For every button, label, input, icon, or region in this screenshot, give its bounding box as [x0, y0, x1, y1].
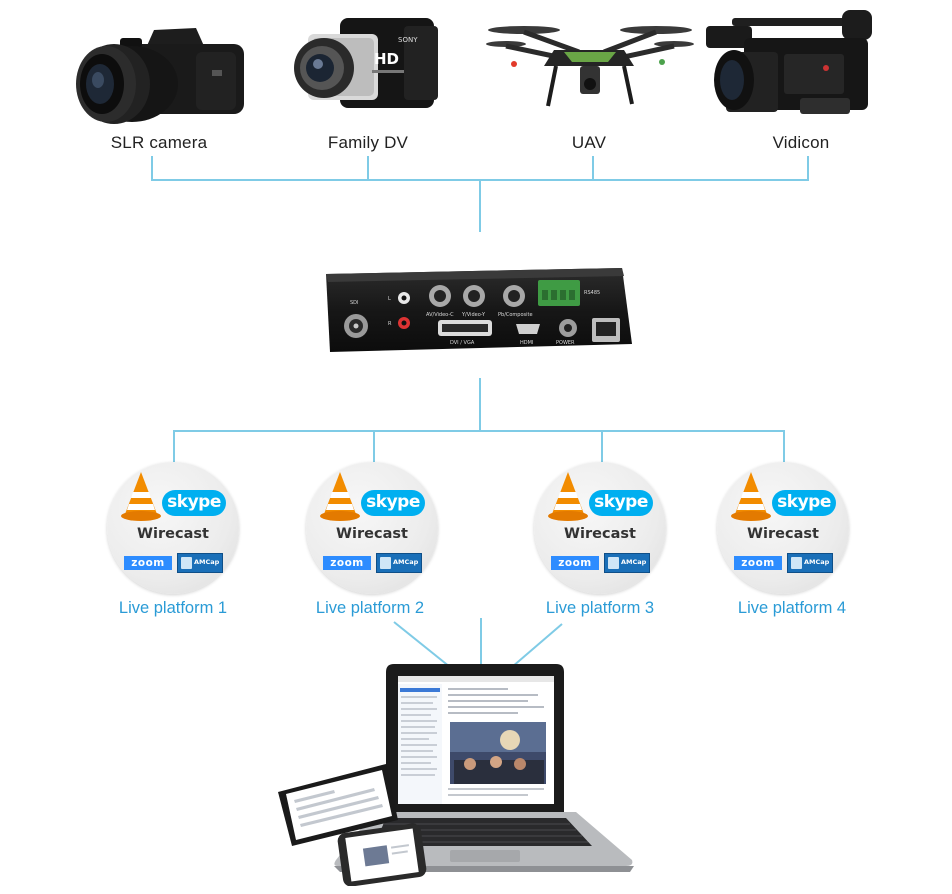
- amcap-logo-text: AMCap: [194, 558, 220, 566]
- hdmi-port-icon: [516, 324, 540, 334]
- source-label-vidicon: Vidicon: [772, 133, 830, 152]
- platform-label-1: Live platform 1: [118, 599, 228, 617]
- wirecast-logo: Wirecast: [747, 526, 819, 542]
- vlc-cone-icon: [731, 472, 771, 521]
- port-label-power: POWER: [556, 340, 575, 346]
- amcap-logo-text: AMCap: [621, 558, 647, 566]
- skype-logo: skype: [162, 490, 226, 516]
- zoom-logo: zoom: [551, 556, 599, 570]
- drone-icon: [486, 26, 694, 107]
- hd-logo: HD: [374, 50, 399, 68]
- camcorder-icon: HD SONY: [294, 18, 438, 108]
- skype-logo: skype: [589, 490, 653, 516]
- amcap-icon: [791, 557, 802, 569]
- port-label-hdmi: HDMI: [520, 340, 533, 346]
- amcap-icon: [380, 557, 391, 569]
- trunk-from-encoder: [479, 378, 481, 431]
- amcap-logo: AMCap: [787, 553, 833, 573]
- tablet-icon: [278, 764, 398, 846]
- platform-badge-4: skype Wirecast zoom AMCap: [717, 462, 849, 594]
- platform-label-4: Live platform 4: [737, 599, 847, 617]
- slr-camera-icon: [76, 28, 244, 124]
- platform-label-2: Live platform 2: [315, 599, 425, 617]
- zoom-logo: zoom: [124, 556, 172, 570]
- amcap-logo-text: AMCap: [804, 558, 830, 566]
- viewer-devices: [278, 664, 634, 886]
- source-drop-vidicon: [807, 156, 809, 180]
- port-label-sdi: SDI: [350, 300, 359, 306]
- platform-drop-3: [601, 430, 603, 462]
- skype-logo-text: skype: [167, 492, 221, 512]
- wirecast-logo: Wirecast: [137, 526, 209, 542]
- source-drop-slr: [151, 156, 153, 180]
- platform-drop-1: [173, 430, 175, 462]
- vlc-cone-icon: [121, 472, 161, 521]
- skype-logo: skype: [772, 490, 836, 516]
- skype-logo-text: skype: [594, 492, 648, 512]
- source-drop-dv: [367, 156, 369, 180]
- skype-logo: skype: [361, 490, 425, 516]
- platform-badge-2: skype Wirecast zoom AMCap: [306, 462, 438, 594]
- source-label-uav: UAV: [571, 133, 607, 152]
- platform-drop-2: [373, 430, 375, 462]
- platform-drop-4: [783, 430, 785, 462]
- source-label-family-dv: Family DV: [327, 133, 409, 152]
- amcap-logo: AMCap: [604, 553, 650, 573]
- wirecast-logo: Wirecast: [336, 526, 408, 542]
- port-label-l: L: [388, 296, 391, 302]
- pro-video-camera-icon: [706, 10, 872, 114]
- port-label-cvbs: AV/Video-C: [426, 312, 454, 318]
- vlc-cone-icon: [320, 472, 360, 521]
- amcap-logo: AMCap: [376, 553, 422, 573]
- platform-bus-line: [173, 430, 784, 432]
- skype-logo-text: skype: [366, 492, 420, 512]
- platform-badge-1: skype Wirecast zoom AMCap: [107, 462, 239, 594]
- platform-badge-3: skype Wirecast zoom AMCap: [534, 462, 666, 594]
- zoom-logo: zoom: [734, 556, 782, 570]
- skype-logo-text: skype: [777, 492, 831, 512]
- vlc-cone-icon: [548, 472, 588, 521]
- amcap-logo: AMCap: [177, 553, 223, 573]
- amcap-logo-text: AMCap: [393, 558, 419, 566]
- phone-icon: [337, 823, 427, 886]
- zoom-logo: zoom: [323, 556, 371, 570]
- video-encoder-device: SDI L R AV/Video-C Y/Video-Y Pb/Composit…: [326, 268, 632, 352]
- port-label-rs485: RS485: [584, 290, 600, 296]
- port-label-y: Y/Video-Y: [461, 312, 486, 318]
- amcap-icon: [608, 557, 619, 569]
- port-label-dvi-vga: DVI / VGA: [450, 340, 475, 346]
- port-label-pb: Pb/Composite: [498, 312, 533, 318]
- port-label-r: R: [388, 321, 392, 327]
- trunk-to-encoder: [479, 180, 481, 232]
- amcap-icon: [181, 557, 192, 569]
- source-drop-uav: [592, 156, 594, 180]
- source-label-slr: SLR camera: [110, 133, 208, 152]
- sony-logo: SONY: [398, 36, 418, 44]
- viewer-connectors: [393, 618, 563, 668]
- wirecast-logo: Wirecast: [564, 526, 636, 542]
- platform-label-3: Live platform 3: [545, 599, 655, 617]
